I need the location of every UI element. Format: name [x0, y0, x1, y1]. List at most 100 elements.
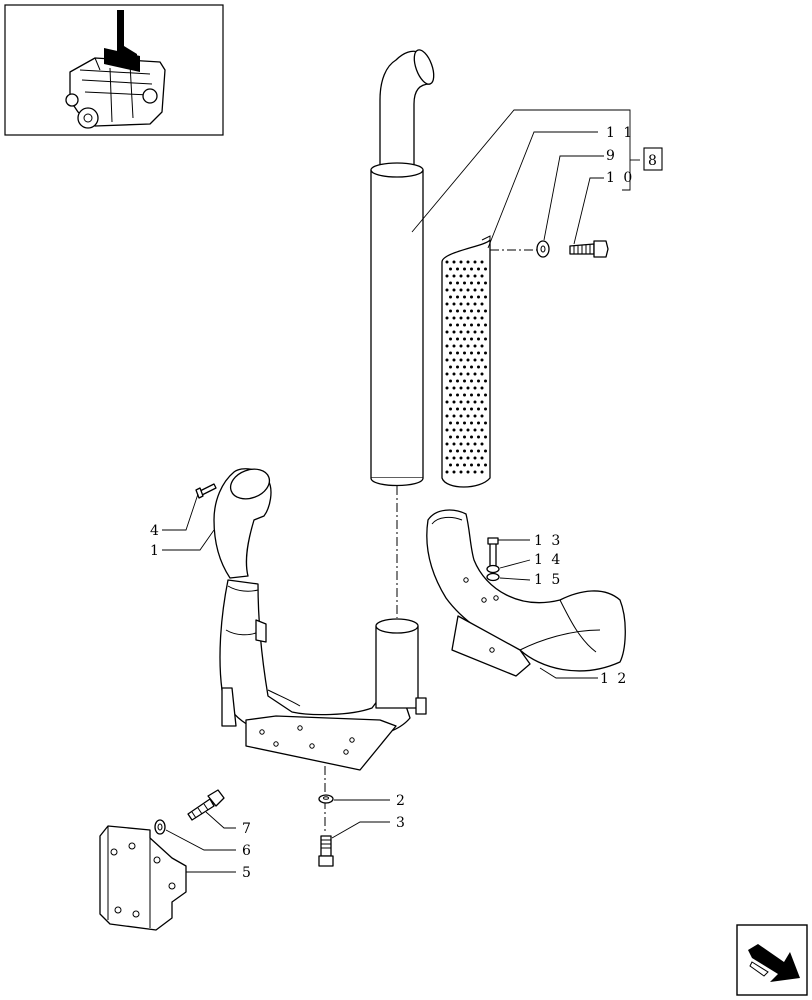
perforation-hole — [463, 365, 466, 369]
perforation-hole — [480, 428, 484, 432]
perforation-hole — [452, 344, 456, 348]
perforation-hole — [470, 449, 473, 453]
perforation-hole — [452, 414, 456, 418]
perforation-hole — [456, 337, 459, 341]
perforation-hole — [449, 463, 452, 467]
perforation-hole — [456, 407, 459, 411]
perforation-hole — [456, 267, 459, 271]
perforation-hole — [470, 267, 473, 271]
perforation-hole — [452, 358, 456, 362]
washer-part-9 — [536, 240, 550, 258]
washer-part-14 — [486, 564, 500, 574]
perforation-hole — [459, 428, 463, 432]
perforation-holes — [445, 260, 487, 474]
perforation-hole — [463, 337, 466, 341]
perforation-hole — [449, 351, 452, 355]
perforation-hole — [452, 400, 456, 404]
washer-part-15 — [486, 572, 500, 582]
perforation-hole — [456, 463, 459, 467]
perforation-hole — [484, 323, 487, 327]
perforation-hole — [480, 344, 484, 348]
perforation-hole — [466, 372, 470, 376]
perforation-hole — [452, 428, 456, 432]
perforation-hole — [452, 330, 456, 334]
perforation-hole — [463, 435, 466, 439]
perforated-heat-shield — [441, 235, 491, 488]
perforation-hole — [480, 330, 484, 334]
perforation-hole — [473, 358, 477, 362]
perforation-hole — [459, 372, 463, 376]
perforation-hole — [470, 351, 473, 355]
perforation-hole — [466, 442, 470, 446]
perforation-hole — [466, 400, 470, 404]
perforation-hole — [459, 344, 463, 348]
perforation-hole — [463, 267, 466, 271]
perforation-hole — [466, 274, 470, 278]
perforation-hole — [466, 428, 470, 432]
perforation-hole — [477, 295, 480, 299]
perforation-hole — [445, 260, 449, 264]
perforation-hole — [480, 316, 484, 320]
perforation-hole — [456, 379, 459, 383]
perforation-hole — [463, 309, 466, 313]
callout-12: 1 2 — [600, 671, 628, 687]
bolt-part-10 — [569, 240, 609, 258]
perforation-hole — [470, 435, 473, 439]
perforation-hole — [445, 358, 449, 362]
perforation-hole — [456, 365, 459, 369]
perforation-hole — [473, 414, 477, 418]
perforation-hole — [484, 309, 487, 313]
perforation-hole — [484, 267, 487, 271]
perforation-hole — [445, 316, 449, 320]
perforation-hole — [449, 323, 452, 327]
perforation-hole — [445, 456, 449, 460]
perforation-hole — [470, 295, 473, 299]
perforation-hole — [445, 274, 449, 278]
perforation-hole — [466, 288, 470, 292]
perforation-hole — [473, 386, 477, 390]
perforation-hole — [449, 309, 452, 313]
perforation-hole — [466, 302, 470, 306]
perforation-hole — [484, 351, 487, 355]
callout-10: 1 0 — [606, 170, 634, 186]
perforation-hole — [445, 386, 449, 390]
perforation-hole — [480, 274, 484, 278]
perforation-hole — [480, 456, 484, 460]
perforation-hole — [445, 470, 449, 474]
perforation-hole — [463, 449, 466, 453]
perforation-hole — [463, 323, 466, 327]
perforation-hole — [480, 302, 484, 306]
perforation-hole — [480, 386, 484, 390]
perforation-hole — [466, 260, 470, 264]
perforation-hole — [456, 323, 459, 327]
perforation-hole — [459, 470, 463, 474]
perforation-hole — [459, 330, 463, 334]
perforation-hole — [445, 414, 449, 418]
perforation-hole — [449, 393, 452, 397]
perforation-hole — [466, 414, 470, 418]
next-page-arrow-icon[interactable] — [736, 924, 808, 996]
perforation-hole — [456, 449, 459, 453]
perforation-hole — [473, 344, 477, 348]
perforation-hole — [473, 442, 477, 446]
perforation-hole — [452, 260, 456, 264]
mounting-bracket-part-5 — [99, 825, 187, 931]
perforation-hole — [463, 295, 466, 299]
perforation-hole — [470, 407, 473, 411]
perforation-hole — [456, 421, 459, 425]
perforation-hole — [480, 400, 484, 404]
perforation-hole — [452, 386, 456, 390]
perforation-hole — [449, 379, 452, 383]
perforation-hole — [449, 421, 452, 425]
perforation-hole — [470, 337, 473, 341]
perforation-hole — [480, 288, 484, 292]
perforation-hole — [449, 365, 452, 369]
perforation-hole — [459, 358, 463, 362]
perforation-hole — [480, 442, 484, 446]
perforation-hole — [452, 372, 456, 376]
perforation-hole — [445, 442, 449, 446]
perforation-hole — [484, 435, 487, 439]
perforation-hole — [452, 288, 456, 292]
callout-4: 4 — [150, 523, 161, 539]
perforation-hole — [484, 421, 487, 425]
